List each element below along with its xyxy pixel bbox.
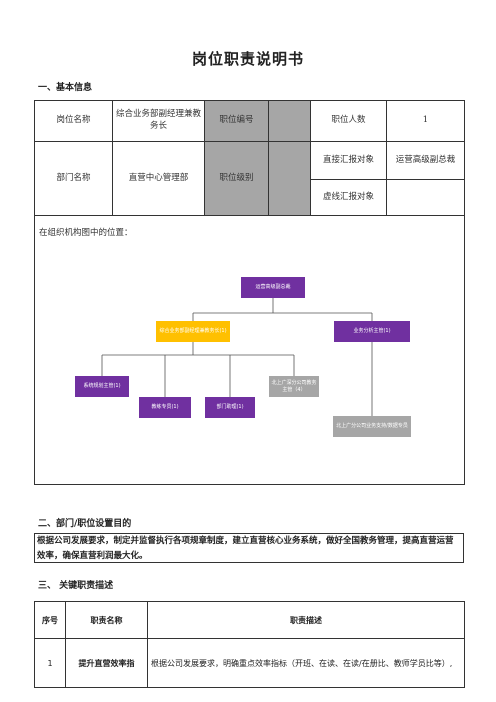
doc-title: 岗位职责说明书 xyxy=(191,50,304,68)
dotted-report-label: 虚线汇报对象 xyxy=(310,179,387,216)
dept-label: 部门名称 xyxy=(34,141,113,216)
post-code-label: 职位编号 xyxy=(204,100,269,142)
duty-table-header: 序号 职责名称 职责描述 xyxy=(34,601,465,639)
org-node-current-post: 综合业务部副经理兼教务长(1) xyxy=(156,321,230,342)
direct-report-value: 运营高级副总裁 xyxy=(386,141,465,180)
duty-table: 序号 职责名称 职责描述 1 提升直营效率指 根据公司发展要求，明确重点效率指标… xyxy=(34,601,465,688)
duty-name: 提升直营效率指 xyxy=(65,638,148,688)
duty-header-no: 序号 xyxy=(34,601,66,639)
post-code-value xyxy=(268,100,311,142)
purpose-text: 根据公司发展要求，制定并监督执行各项规章制度，建立直营核心业务系统，做好全国教务… xyxy=(34,533,464,563)
org-node-system: 系统规划主管(1) xyxy=(75,376,129,397)
dotted-report-value xyxy=(386,179,465,216)
org-chart-cell: 在组织机构图中的位置： xyxy=(34,215,465,485)
dept-value: 直营中心管理部 xyxy=(112,141,205,216)
org-node-coach: 教练专员(1) xyxy=(139,397,191,418)
headcount-value: 1 xyxy=(386,100,465,142)
duty-header-desc: 职责描述 xyxy=(147,601,465,639)
level-label: 职位级别 xyxy=(204,141,269,216)
level-value xyxy=(268,141,311,216)
org-node-analysis: 业务分析主管(1) xyxy=(334,321,410,342)
direct-report-label: 直接汇报对象 xyxy=(310,141,387,180)
org-node-assistant: 部门助理(1) xyxy=(205,397,255,418)
post-name-label: 岗位名称 xyxy=(34,100,113,142)
org-node-top: 运营高级副总裁 xyxy=(241,277,305,298)
org-node-branch-support: 北上广分公司业务支持/数据专员 xyxy=(333,416,411,437)
section-duties: 三、 关键职责描述 xyxy=(38,581,114,591)
section-purpose: 二、部门/职位设置目的 xyxy=(38,519,132,529)
org-position-label: 在组织机构图中的位置： xyxy=(39,228,133,238)
org-chart-connectors xyxy=(101,298,373,416)
duty-no: 1 xyxy=(34,638,66,688)
duty-header-name: 职责名称 xyxy=(65,601,148,639)
headcount-label: 职位人数 xyxy=(310,100,387,142)
section-basic-info: 一、基本信息 xyxy=(38,83,93,93)
post-name-value: 综合业务部副经理兼教务长 xyxy=(112,100,205,142)
org-node-branch-edu: 北上广深分公司教务主管（4） xyxy=(269,376,319,397)
duty-desc: 根据公司发展要求，明确重点效率指标（开班、在读、在读/在册比、教师学员比等）, xyxy=(147,638,465,688)
table-row: 1 提升直营效率指 根据公司发展要求，明确重点效率指标（开班、在读、在读/在册比… xyxy=(34,638,465,688)
basic-info-table: 岗位名称 综合业务部副经理兼教务长 职位编号 职位人数 1 部门名称 直营中心管… xyxy=(34,100,465,485)
